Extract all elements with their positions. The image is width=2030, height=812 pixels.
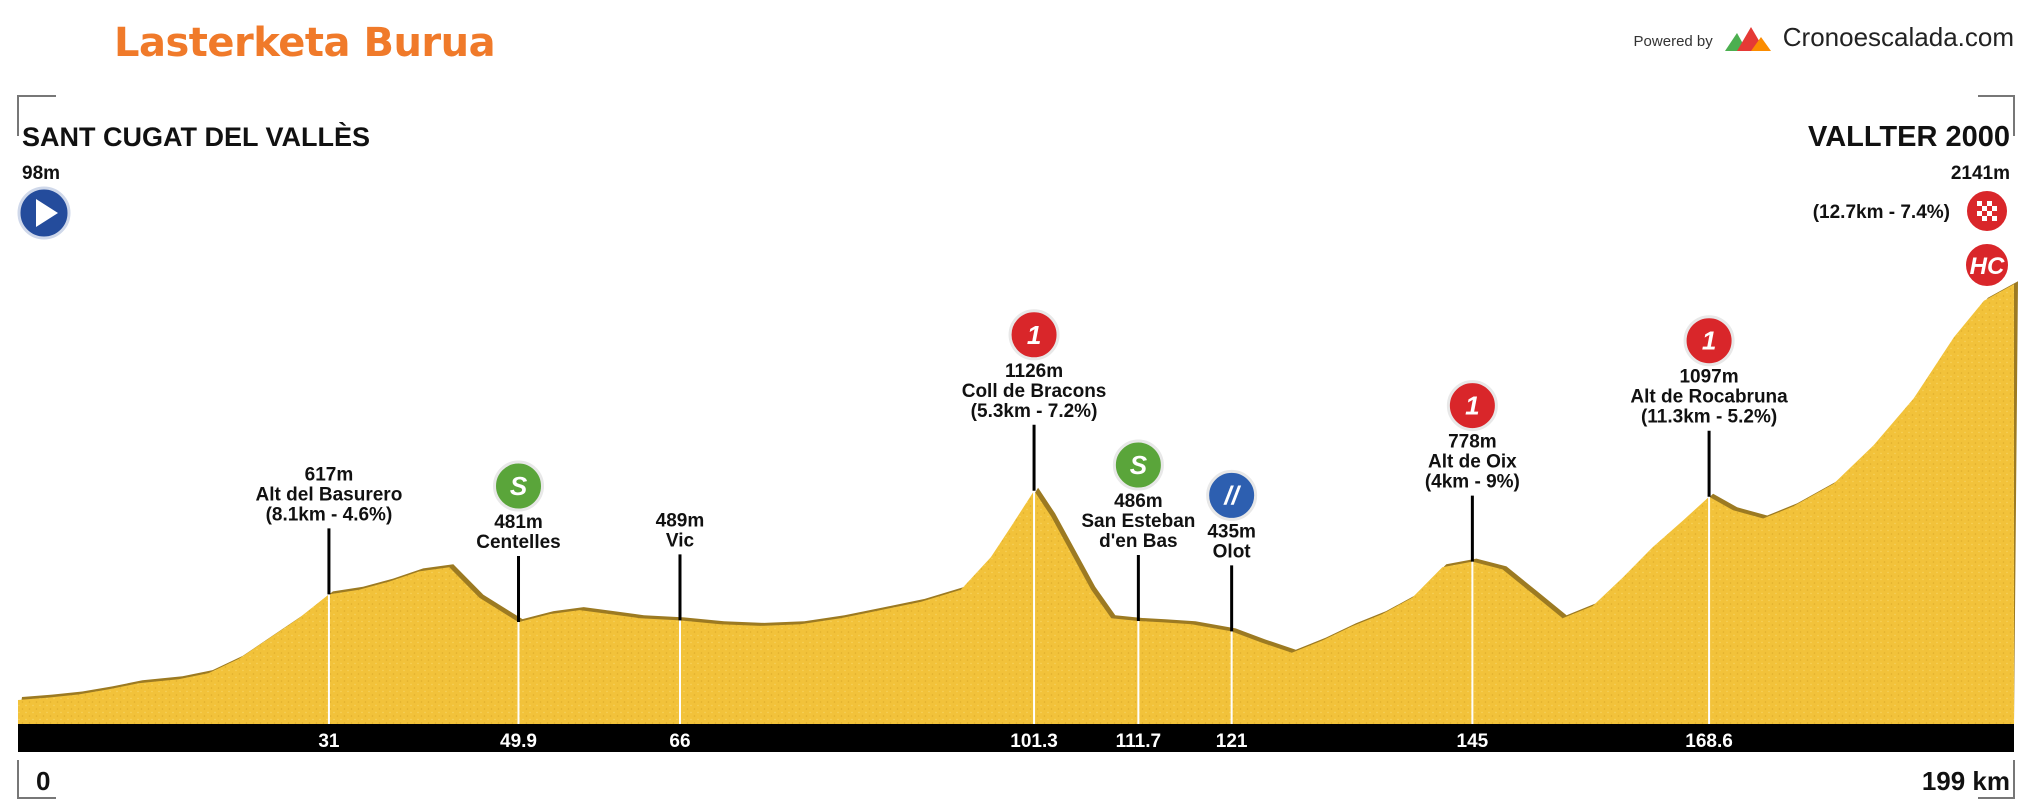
climb-badge-icon: 1: [1008, 309, 1060, 361]
waypoint-name: Centelles: [476, 532, 560, 553]
feed-badge-icon: //: [1206, 469, 1258, 521]
km-tick-label: 101.3: [1010, 731, 1058, 752]
km-tick-label: 121: [1216, 731, 1248, 752]
waypoint-elevation: 489m: [656, 510, 705, 531]
finish-climb-detail: (12.7km - 7.4%): [1813, 202, 1950, 223]
waypoint-detail: (11.3km - 5.2%): [1641, 407, 1777, 428]
distance-bar: [18, 724, 2014, 752]
start-elevation: 98m: [22, 163, 60, 184]
feed-badge-label: //: [1223, 480, 1241, 510]
chart-title: Lasterketa Burua: [114, 20, 496, 66]
frame-corner-bottom-right: [1978, 760, 2015, 799]
km-tick-label: 66: [669, 731, 690, 752]
sprint-badge-icon: S: [1112, 439, 1164, 491]
frame-corner-bottom-left: [17, 760, 56, 799]
waypoint-elevation: 481m: [494, 512, 543, 533]
start-name: SANT CUGAT DEL VALLÈS: [22, 121, 370, 152]
waypoint-name2: d'en Bas: [1099, 531, 1177, 552]
waypoint-detail: (4km - 9%): [1425, 472, 1520, 493]
waypoint-name: Alt de Oix: [1428, 452, 1517, 473]
finish-name: VALLTER 2000: [1808, 121, 2010, 153]
hc-climb-icon: HC: [1964, 242, 2010, 288]
waypoint-elevation: 1097m: [1679, 367, 1738, 388]
climb-badge-label: 1: [1702, 326, 1716, 356]
sprint-badge-label: S: [510, 471, 528, 501]
waypoint-detail: (8.1km - 4.6%): [266, 504, 393, 525]
climb-badge-icon: 1: [1683, 315, 1735, 367]
finish-flag-icon: [1965, 189, 2009, 233]
km-tick-label: 111.7: [1116, 731, 1161, 752]
powered-by-brand[interactable]: Powered by Cronoescalada.com: [1634, 22, 2014, 53]
waypoint-name: Olot: [1213, 541, 1252, 562]
frame-corner-top-left: [17, 95, 56, 136]
waypoint-elevation: 617m: [305, 464, 354, 485]
km-tick-label: 145: [1457, 731, 1489, 752]
climb-badge-label: 1: [1027, 320, 1041, 350]
brand-name: Cronoescalada.com: [1782, 22, 2014, 52]
waypoint-name: Alt de Rocabruna: [1630, 387, 1788, 408]
waypoint-elevation: 1126m: [1005, 361, 1063, 382]
start-km-label: 0: [36, 766, 50, 796]
waypoint-name: Vic: [666, 530, 695, 551]
mountain-logo-icon: [1724, 26, 1771, 51]
start-play-icon: [17, 186, 71, 240]
waypoint-elevation: 435m: [1207, 521, 1256, 542]
finish-elevation: 2141m: [1951, 163, 2010, 184]
waypoint-elevation: 778m: [1448, 432, 1497, 453]
climb-badge-icon: 1: [1446, 380, 1498, 432]
hc-badge-label: HC: [1970, 253, 2005, 280]
frame-corner-top-right: [1978, 95, 2015, 136]
waypoint-name: San Esteban: [1081, 511, 1195, 532]
powered-by-label: Powered by: [1633, 33, 1713, 50]
waypoint-name: Alt del Basurero: [256, 484, 403, 505]
waypoint-detail: (5.3km - 7.2%): [971, 401, 1098, 422]
km-tick-label: 49.9: [500, 731, 537, 752]
km-tick-label: 168.6: [1685, 731, 1733, 752]
waypoint-elevation: 486m: [1114, 491, 1163, 512]
sprint-badge-label: S: [1130, 450, 1148, 480]
sprint-badge-icon: S: [493, 460, 545, 512]
km-tick-label: 31: [318, 731, 340, 752]
climb-badge-label: 1: [1465, 391, 1479, 421]
finish-km-label: 199 km: [1922, 766, 2010, 796]
waypoint-name: Coll de Bracons: [962, 381, 1107, 402]
profile-area: [18, 284, 2014, 724]
